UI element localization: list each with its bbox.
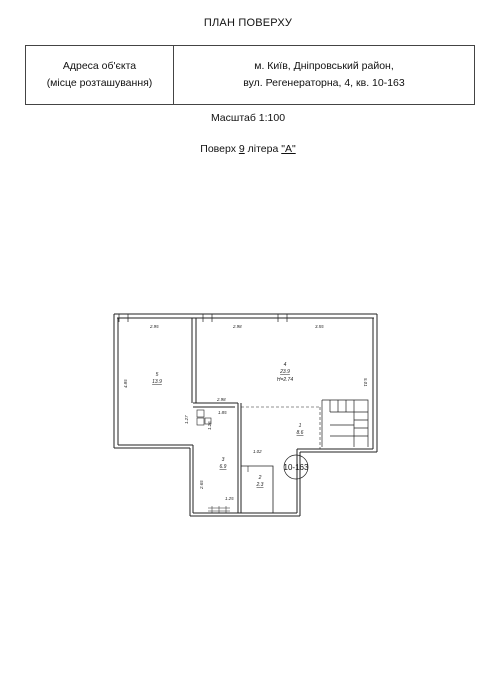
left-lower-wall <box>189 445 194 516</box>
bath-fixture-3 <box>204 417 212 425</box>
outer-wall-left <box>113 314 119 448</box>
room-1-number: 1 <box>299 423 302 429</box>
outer-wall-bottom-right <box>297 448 377 453</box>
window-2 <box>202 314 213 322</box>
dim-room4-depth: 5.01 <box>363 378 368 387</box>
partition-bath-top <box>193 402 238 408</box>
dim-room4-width-right: 3.55 <box>315 324 324 329</box>
address-value-cell: м. Київ, Дніпровський район, вул. Регене… <box>174 46 474 104</box>
floor-letter: "А" <box>281 143 296 155</box>
bath-fixture-1 <box>196 409 205 418</box>
address-label-cell: Адреса об'єкта (місце розташування) <box>26 46 174 104</box>
bottom-wall <box>190 512 300 517</box>
apartment-label-circle <box>283 454 309 480</box>
dim-bath-width: 1.85 <box>218 410 227 415</box>
floor-middle: літера <box>244 143 282 155</box>
room-3-number: 3 <box>222 457 225 463</box>
window-bottom-ticks <box>211 506 227 513</box>
room-2-area: 2.3 <box>256 482 264 488</box>
address-city: м. Київ, Дніпровський район, <box>254 60 394 72</box>
dim-room4-width: 2.98 <box>232 324 242 329</box>
bath-fixture-2 <box>196 417 205 426</box>
stairs <box>321 399 369 447</box>
outer-wall-right <box>372 314 378 452</box>
floor-number: 9 <box>238 143 245 155</box>
dim-bath-small: 1.26 <box>207 421 212 430</box>
address-street: вул. Регенераторна, 4, кв. 10-163 <box>243 77 405 89</box>
right-lower-wall <box>296 449 301 516</box>
dim-room3-width: 1.25 <box>225 496 234 501</box>
apartment-label: 10-163 <box>284 463 309 472</box>
scale-text: Масштаб 1:100 <box>210 112 286 124</box>
room-1-area: 8.6 <box>297 430 304 436</box>
room-3-area: 6.9 <box>220 464 227 470</box>
room-4-area: 23.9 <box>279 369 290 375</box>
dim-room3-depth: 2.65 <box>199 480 204 490</box>
room-5-number: 5 <box>156 372 159 378</box>
outer-wall-bottom-left <box>114 444 193 449</box>
partition-bath-right <box>237 403 242 513</box>
dim-room5-depth: 4.85 <box>123 379 128 388</box>
window-3 <box>277 314 288 322</box>
address-label: Адреса об'єкта <box>62 60 137 72</box>
address-label-sub: (місце розташування) <box>46 77 153 89</box>
room-2-number: 2 <box>258 475 262 481</box>
dim-bath-height: 1.27 <box>184 415 189 424</box>
room-4-number: 4 <box>284 362 287 368</box>
partition-room2 <box>241 465 274 513</box>
window-1 <box>118 314 129 322</box>
room-5-area: 13.9 <box>152 379 162 385</box>
page-title: ПЛАН ПОВЕРХУ <box>203 17 293 29</box>
address-table: Адреса об'єкта (місце розташування) м. К… <box>25 45 475 105</box>
outer-wall-top <box>114 313 377 319</box>
floor-caption: Поверх 9 літера "А" <box>0 143 496 155</box>
dim-room2-width: 1.02 <box>253 449 262 454</box>
floor-prefix: Поверх <box>200 143 239 155</box>
room-4-height: H=2.74 <box>277 377 293 383</box>
dim-corridor-width: 2.98 <box>216 397 226 402</box>
dim-room5-width: 2.95 <box>149 324 159 329</box>
partition-5-4 <box>191 318 197 403</box>
